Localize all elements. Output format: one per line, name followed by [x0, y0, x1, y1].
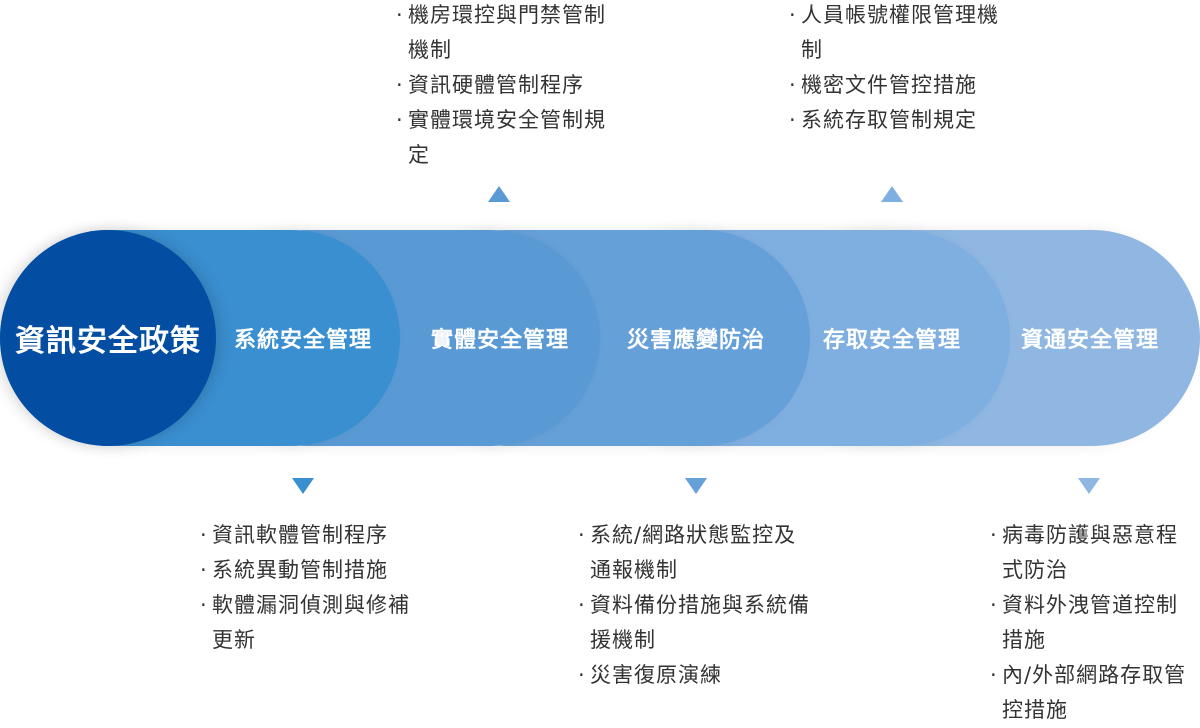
- list-item: 人員帳號權限管理機制: [789, 0, 1004, 68]
- list-item: 災害復原演練: [578, 658, 818, 693]
- policy-circle: [0, 230, 216, 446]
- list-item: 資料備份措施與系統備援機制: [578, 588, 818, 658]
- list-item: 病毒防護與惡意程式防治: [990, 518, 1190, 588]
- stage-label-physical: 實體安全管理: [430, 328, 569, 353]
- list-system: 資訊軟體管制程序 系統異動管制措施 軟體漏洞偵測與修補更新: [200, 518, 415, 658]
- list-item: 資訊硬體管制程序: [396, 68, 611, 103]
- list-physical: 機房環控與門禁管制機制 資訊硬體管制程序 實體環境安全管制規定: [396, 0, 611, 173]
- arrow-down-system-icon: [292, 478, 314, 494]
- arrow-up-physical-icon: [488, 186, 510, 202]
- list-item: 實體環境安全管制規定: [396, 103, 611, 173]
- list-item: 軟體漏洞偵測與修補更新: [200, 588, 415, 658]
- arrow-up-access-icon: [881, 186, 903, 202]
- stage-label-disaster: 災害應變防治: [626, 328, 765, 353]
- list-access: 人員帳號權限管理機制 機密文件管控措施 系統存取管制規定: [789, 0, 1004, 138]
- list-item: 機密文件管控措施: [789, 68, 1004, 103]
- arrow-down-cyber-icon: [1078, 478, 1100, 494]
- list-item: 系統存取管制規定: [789, 103, 1004, 138]
- process-band: [0, 230, 1200, 446]
- stage-label-access: 存取安全管理: [822, 328, 961, 353]
- list-item: 資訊軟體管制程序: [200, 518, 415, 553]
- list-disaster: 系統/網路狀態監控及通報機制 資料備份措施與系統備援機制 災害復原演練: [578, 518, 818, 693]
- list-item: 內/外部網路存取管控措施: [990, 658, 1190, 728]
- arrow-down-disaster-icon: [685, 478, 707, 494]
- stage-label-cyber: 資通安全管理: [1020, 328, 1159, 353]
- list-item: 機房環控與門禁管制機制: [396, 0, 611, 68]
- policy-label: 資訊安全政策: [15, 324, 201, 359]
- list-item: 系統/網路狀態監控及通報機制: [578, 518, 818, 588]
- list-cyber: 病毒防護與惡意程式防治 資料外洩管道控制措施 內/外部網路存取管控措施: [990, 518, 1190, 728]
- list-item: 資料外洩管道控制措施: [990, 588, 1190, 658]
- stage-label-system: 系統安全管理: [233, 328, 372, 353]
- list-item: 系統異動管制措施: [200, 553, 415, 588]
